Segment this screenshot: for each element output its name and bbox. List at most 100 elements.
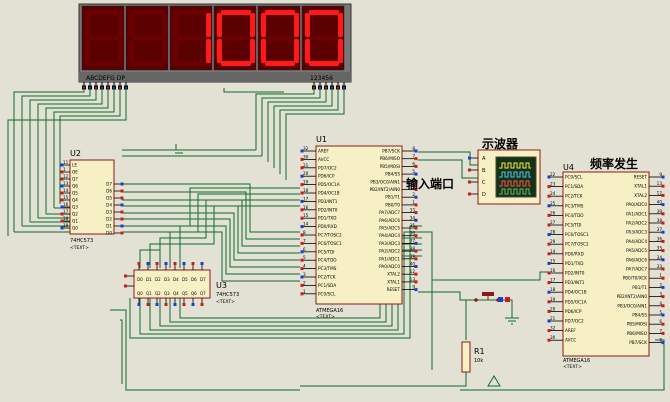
pin-name: PB3/OC0/AIN1 bbox=[370, 179, 400, 184]
pin-name: PC4/TDO bbox=[318, 258, 337, 263]
pin-name: PC5/TDI bbox=[318, 249, 335, 254]
chip-u1[interactable]: U1 ATMEGA16 <TEXT> AREF32AVCC30PD7/OC221… bbox=[300, 135, 418, 320]
u1-part: ATMEGA16 bbox=[316, 308, 343, 314]
oscilloscope[interactable]: ABCD bbox=[468, 149, 541, 205]
pin-number: 9 bbox=[412, 285, 415, 290]
segment-a bbox=[133, 10, 163, 15]
segment-f bbox=[129, 13, 134, 37]
chip-pin: D0 bbox=[106, 231, 124, 236]
pin-number: 30 bbox=[303, 154, 309, 159]
u2-part: 74HC573 bbox=[70, 238, 93, 244]
segment-a bbox=[177, 10, 207, 15]
pin-name: PB1/T1 bbox=[632, 285, 647, 290]
pin-name: PD7/OC2 bbox=[565, 319, 584, 324]
pin-number: 6 bbox=[412, 161, 415, 166]
pin-number: 2 bbox=[412, 192, 415, 197]
pin-number: 8 bbox=[412, 146, 415, 151]
seven-segment-display[interactable]: ABCDEFG DP 123456 bbox=[78, 3, 352, 90]
scope-channel-d: D bbox=[468, 192, 486, 198]
chip-pin: D1 bbox=[106, 224, 124, 229]
segment-d bbox=[177, 61, 207, 66]
segment-e bbox=[173, 39, 178, 63]
pin-name: D0 bbox=[106, 231, 112, 236]
pin-name: PA6/ADC6 bbox=[379, 218, 400, 223]
pin-number: 18 bbox=[550, 287, 556, 292]
scope-channel-label: C bbox=[482, 180, 486, 186]
pin-name: PB4/SS bbox=[385, 172, 400, 177]
chip-pin: D5 bbox=[182, 262, 188, 282]
pin-name: PB3/OC0/AIN1 bbox=[617, 303, 647, 308]
pin-number: 12 bbox=[657, 190, 663, 195]
pin-number: 40 bbox=[410, 262, 416, 267]
pin-name: PD4/OC1B bbox=[318, 191, 340, 196]
chip-pin: D2 bbox=[155, 262, 161, 282]
scope-channel-label: D bbox=[482, 192, 486, 198]
pin-name: PB5/MOSI bbox=[627, 322, 647, 327]
pin-number: 2 bbox=[659, 282, 662, 287]
chip-pin: D6 bbox=[191, 262, 197, 282]
pin-number: 13 bbox=[410, 277, 416, 282]
pin-number: 8 bbox=[303, 230, 306, 235]
pin-number: 6 bbox=[303, 247, 306, 252]
segment-c bbox=[206, 39, 211, 63]
pin-number: 34 bbox=[410, 215, 416, 220]
pin-name: AVCC bbox=[318, 157, 329, 162]
pin-number: 1 bbox=[412, 200, 415, 205]
pin-name: PB0/T0/XCK bbox=[623, 276, 648, 281]
digit-1 bbox=[81, 5, 125, 71]
u4-part: ATMEGA16 bbox=[563, 358, 590, 364]
pin-number: 4 bbox=[659, 301, 662, 306]
chip-pin bbox=[124, 284, 134, 288]
pin-name: PC0/SCL bbox=[565, 175, 583, 180]
segment-e bbox=[261, 39, 266, 63]
pin-number: 33 bbox=[657, 264, 663, 269]
chip-u4[interactable]: U4 ATMEGA16 <TEXT> PC0/SCL22PC1/SDA23PC2… bbox=[547, 163, 665, 370]
pin-name: PD0/RXD bbox=[318, 224, 337, 229]
resistor-r1[interactable]: R1 10k bbox=[461, 341, 485, 373]
segment-c bbox=[118, 39, 123, 63]
chip-u2[interactable]: U2 74HC573 <TEXT> LE11OE1Q712Q613Q514Q41… bbox=[60, 149, 124, 251]
segment-d bbox=[265, 61, 295, 66]
pin-number: 4 bbox=[303, 264, 306, 269]
pin-number: 7 bbox=[659, 328, 662, 333]
pin-name: D1 bbox=[106, 224, 112, 229]
chip-pin: PB3/OC0/AIN1 4 bbox=[617, 301, 665, 308]
pin-name: PA4/ADC4 bbox=[379, 233, 400, 238]
pin-name: PD6/ICP bbox=[318, 174, 335, 179]
pin-number: 4 bbox=[412, 177, 415, 182]
pin-number: 34 bbox=[657, 255, 663, 260]
chip-pin: PD4/OC1B 18 bbox=[547, 287, 587, 295]
segment-b bbox=[206, 13, 211, 37]
segment-g bbox=[133, 35, 163, 41]
chip-pin: AVCC 30 bbox=[300, 154, 329, 162]
u3-text: <TEXT> bbox=[216, 299, 235, 305]
chip-pin: D4 bbox=[173, 262, 179, 282]
pin-name: D7 bbox=[106, 182, 112, 187]
pin-name: PA6/ADC6 bbox=[626, 257, 647, 262]
reset-button[interactable] bbox=[474, 292, 510, 302]
pin-number: 16 bbox=[303, 205, 309, 210]
pin-number: 14 bbox=[550, 249, 556, 254]
pin-name: PD4/OC1B bbox=[565, 290, 587, 295]
